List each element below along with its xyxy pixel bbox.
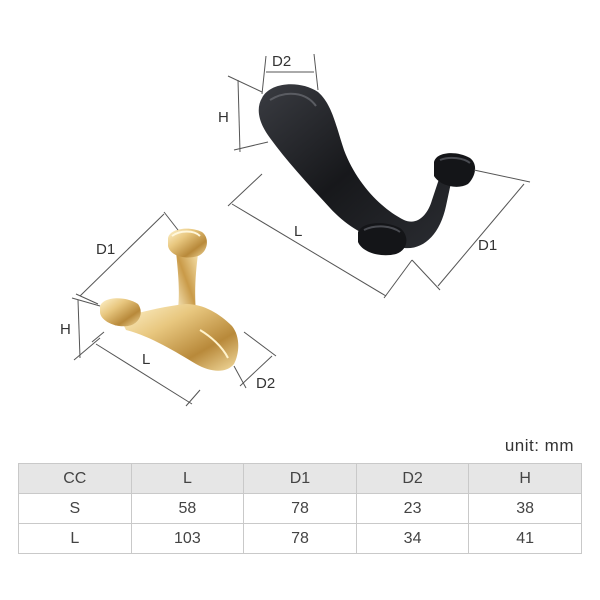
gold-hook-d2-label: D2 [256, 375, 275, 392]
header-h: H [468, 463, 582, 494]
gold-hook-left-knob [100, 298, 141, 327]
black-hook-dimensions [227, 53, 531, 299]
black-hook [258, 84, 476, 256]
gold-hook-dimensions [71, 211, 277, 407]
gold-hook-d1-label: D1 [96, 241, 115, 258]
table-cell: 58 [130, 493, 245, 524]
table-header-row: CC L D1 D2 H [18, 463, 582, 494]
gold-hook-h-label: H [60, 321, 71, 338]
black-hook-d1-label: D1 [478, 237, 497, 254]
header-d1: D1 [243, 463, 357, 494]
header-d2: D2 [355, 463, 470, 494]
gold-hook-l-label: L [142, 351, 150, 368]
table-cell: S [18, 493, 132, 524]
black-hook-top-paddle [434, 153, 476, 187]
table-cell: 34 [355, 523, 470, 554]
size-spec-table: CC L D1 D2 H S 58 78 23 38 L 103 78 34 4… [18, 463, 582, 554]
black-hook-arm [258, 84, 452, 249]
table-cell: 41 [468, 523, 582, 554]
black-hook-h-label: H [218, 109, 229, 126]
table-cell: 78 [243, 523, 357, 554]
black-hook-d2-label: D2 [272, 53, 291, 70]
table-row: L 103 78 34 41 [18, 523, 582, 554]
header-l: L [130, 463, 245, 494]
table-cell: 78 [243, 493, 357, 524]
table-cell: 103 [130, 523, 245, 554]
product-dimension-illustration: D2 H L D1 D1 H L D2 [60, 53, 531, 407]
table-cell: 38 [468, 493, 582, 524]
gold-hook-stem [176, 252, 198, 312]
header-cc: CC [18, 463, 132, 494]
table-row: S 58 78 23 38 [18, 493, 582, 524]
table-cell: 23 [355, 493, 470, 524]
black-hook-l-label: L [294, 223, 302, 240]
table-cell: L [18, 523, 132, 554]
unit-label: unit: mm [504, 436, 574, 455]
gold-hook-body [120, 304, 239, 371]
gold-hook [100, 228, 239, 371]
gold-hook-top-knob [168, 228, 207, 258]
black-hook-bottom-paddle [358, 223, 407, 256]
